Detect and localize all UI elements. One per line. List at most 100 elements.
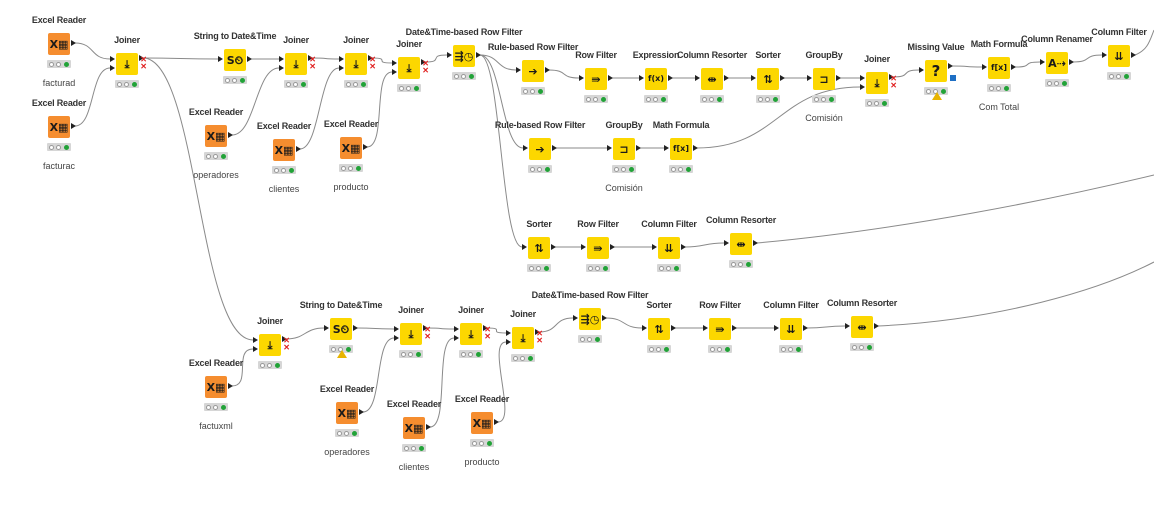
output-port[interactable] (681, 244, 686, 250)
node-body[interactable]: X▦ (273, 139, 295, 161)
connection[interactable] (497, 341, 507, 423)
node-title[interactable]: Date&Time-based Row Filter (405, 27, 523, 37)
input-port[interactable] (664, 145, 669, 151)
input-port[interactable] (982, 64, 987, 70)
input-port[interactable] (1102, 52, 1107, 58)
node-body[interactable]: f[x] (988, 57, 1010, 79)
node-joiner[interactable]: Joiner⤓✕✕ (394, 305, 431, 358)
connection[interactable] (285, 327, 325, 340)
node-title[interactable]: GroupBy (805, 50, 843, 60)
pmml-port-icon[interactable] (950, 75, 956, 81)
input-port[interactable] (652, 244, 657, 250)
input-port[interactable] (607, 145, 612, 151)
connection[interactable] (366, 71, 393, 148)
output-port[interactable] (608, 75, 613, 81)
node-annotation[interactable]: producto (333, 182, 369, 192)
node-title[interactable]: Excel Reader (386, 399, 442, 409)
node-title[interactable]: Excel Reader (188, 358, 244, 368)
output-port[interactable] (780, 75, 785, 81)
input-port[interactable] (324, 325, 329, 331)
node-title[interactable]: Column Filter (763, 300, 819, 310)
node-joiner[interactable]: Joiner⤓✕✕ (392, 39, 429, 92)
node-title[interactable]: Sorter (526, 219, 552, 229)
connection[interactable] (142, 57, 219, 60)
connection[interactable] (74, 42, 111, 60)
node-body[interactable]: X▦ (403, 417, 425, 439)
node-title[interactable]: Column Renamer (1021, 34, 1093, 44)
node-datetime-row-filter[interactable]: Date&Time-based Row Filter⇶◷ (532, 290, 649, 343)
node-sorter[interactable]: Sorter⇅ (642, 300, 676, 353)
node-body[interactable]: ? (925, 60, 947, 82)
node-annotation[interactable]: clientes (268, 184, 300, 194)
output-port[interactable] (1131, 52, 1136, 58)
node-annotation[interactable]: factuxml (199, 421, 233, 431)
node-title[interactable]: Joiner (864, 54, 890, 64)
connection[interactable] (1014, 61, 1041, 68)
node-joiner[interactable]: Joiner⤓✕✕ (506, 309, 543, 362)
input-port[interactable] (392, 60, 397, 66)
input-port[interactable] (110, 65, 115, 71)
node-body[interactable]: ⤓ (345, 53, 367, 75)
connection[interactable] (806, 325, 846, 329)
output-port[interactable] (552, 145, 557, 151)
node-body[interactable]: X▦ (48, 33, 70, 55)
node-title[interactable]: Sorter (755, 50, 781, 60)
input-port[interactable] (394, 326, 399, 332)
node-title[interactable]: Row Filter (575, 50, 617, 60)
output-port[interactable] (282, 336, 287, 342)
node-title[interactable]: Joiner (398, 305, 424, 315)
node-title[interactable]: Excel Reader (454, 394, 510, 404)
output-port[interactable] (421, 59, 426, 65)
node-annotation[interactable]: Comisión (605, 183, 643, 193)
input-port[interactable] (394, 335, 399, 341)
node-column-resorter[interactable]: Column Resorter⇹ (706, 215, 776, 268)
node-joiner[interactable]: Joiner⤓✕✕ (454, 305, 491, 358)
node-body[interactable]: ⇊ (1108, 45, 1130, 67)
node-title[interactable]: Column Resorter (826, 298, 898, 308)
node-body[interactable]: A⇢ (1046, 52, 1068, 74)
output-port[interactable] (668, 75, 673, 81)
node-body[interactable]: X▦ (205, 376, 227, 398)
node-title[interactable]: Math Formula (652, 120, 710, 130)
input-port[interactable] (279, 65, 284, 71)
node-title[interactable]: Rule-based Row Filter (494, 120, 586, 130)
connection[interactable] (429, 337, 455, 428)
node-body[interactable]: ⤓ (285, 53, 307, 75)
input-port[interactable] (1040, 59, 1045, 65)
node-row-filter[interactable]: Row Filter⇛ (577, 219, 619, 272)
node-annotation[interactable]: operadores (193, 170, 239, 180)
node-title[interactable]: Math Formula (970, 39, 1028, 49)
node-joiner[interactable]: Joiner⤓✕✕ (110, 35, 147, 88)
output-port[interactable] (368, 55, 373, 61)
node-sorter[interactable]: Sorter⇅ (751, 50, 785, 103)
node-title[interactable]: Excel Reader (256, 121, 312, 131)
connection[interactable] (877, 261, 1154, 327)
output-port[interactable] (1011, 64, 1016, 70)
node-annotation[interactable]: Comisión (805, 113, 843, 123)
output-port[interactable] (363, 144, 368, 150)
node-rule-row-filter[interactable]: Rule-based Row Filter➔ (488, 42, 578, 95)
node-body[interactable]: ⇛ (585, 68, 607, 90)
node-title[interactable]: Column Resorter (676, 50, 748, 60)
node-row-filter[interactable]: Row Filter⇛ (699, 300, 741, 353)
node-body[interactable]: ⇹ (701, 68, 723, 90)
node-column-resorter[interactable]: Column Resorter ⇹ (677, 50, 747, 103)
node-title[interactable]: GroupBy (605, 120, 643, 130)
node-annotation[interactable]: clientes (398, 462, 430, 472)
node-annotation[interactable]: Com Total (978, 102, 1020, 112)
node-title[interactable]: Row Filter (699, 300, 741, 310)
output-port[interactable] (228, 132, 233, 138)
node-annotation[interactable]: operadores (324, 447, 370, 457)
connection[interactable] (1072, 54, 1103, 63)
input-port[interactable] (392, 69, 397, 75)
output-port[interactable] (71, 40, 76, 46)
input-port[interactable] (724, 240, 729, 246)
